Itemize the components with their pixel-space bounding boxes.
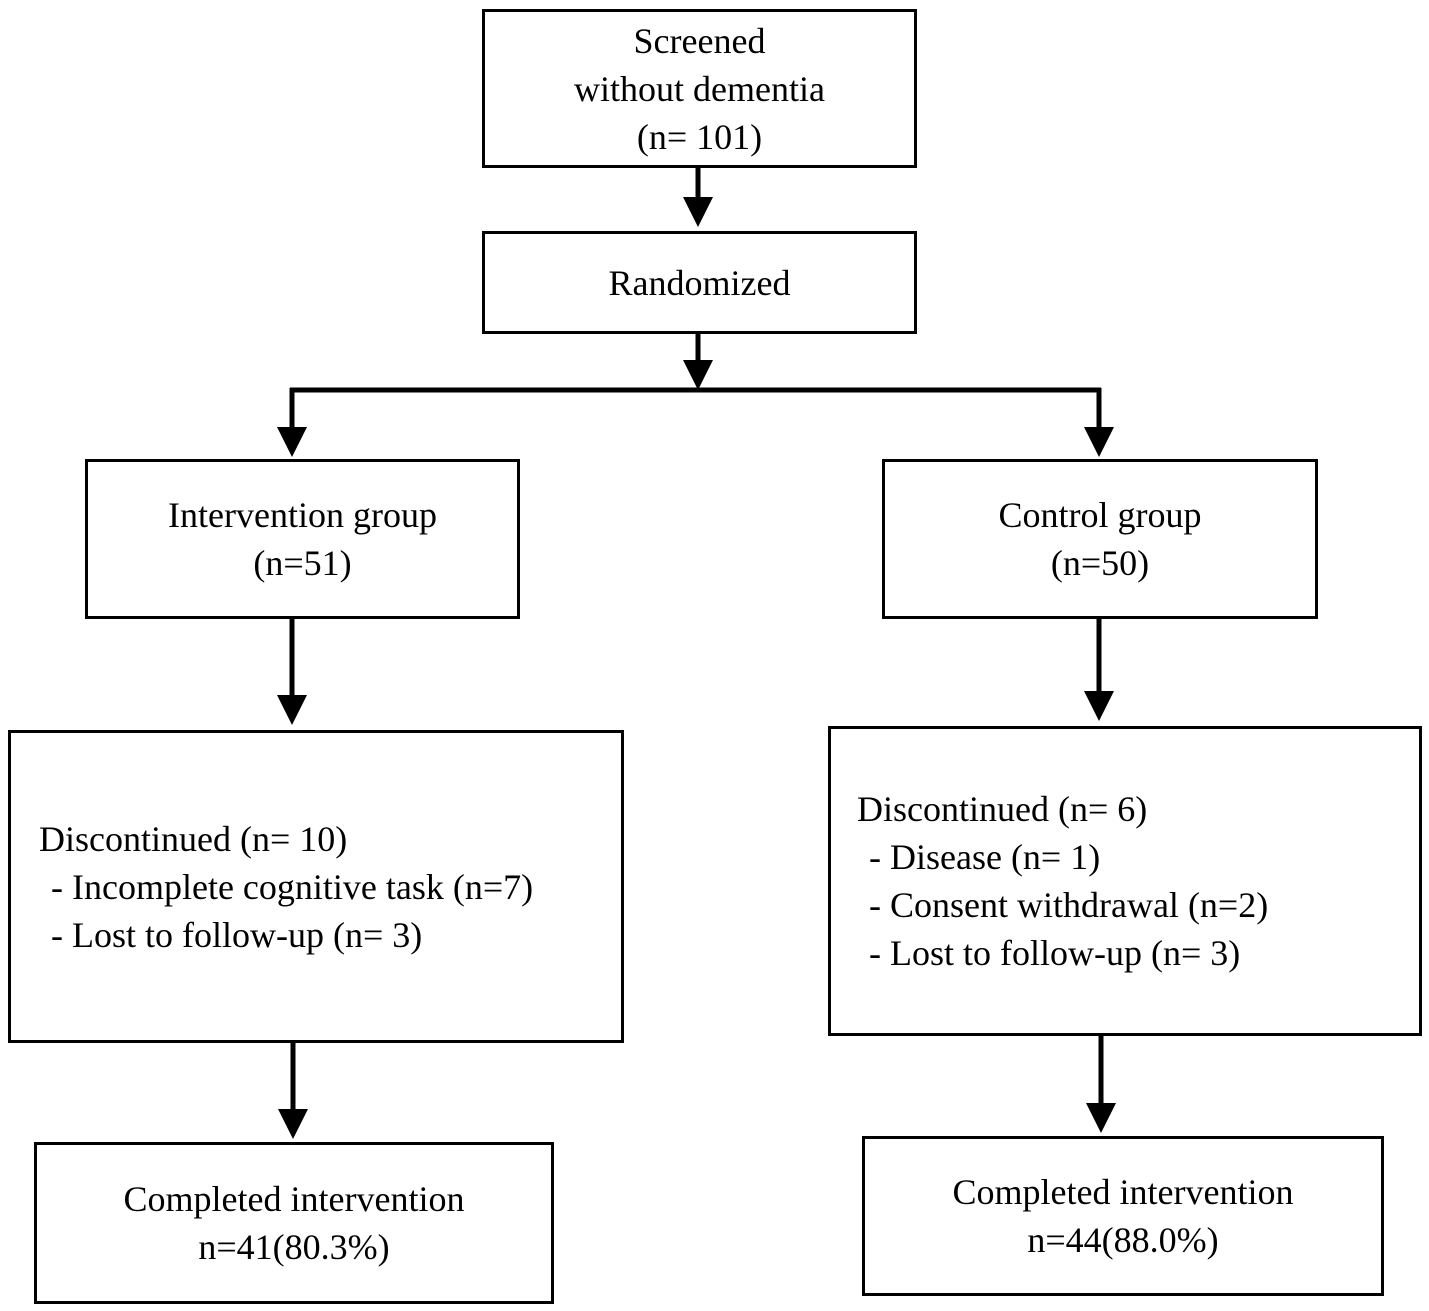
control-completed-count: n=44(88.0%) (1027, 1220, 1219, 1260)
screened-label: Screened (633, 20, 766, 61)
control-group-count: (n=50) (1050, 543, 1150, 583)
randomized-box: Randomized (482, 231, 917, 334)
intervention-discontinued-reason: - Incomplete cognitive task (n=7) (51, 866, 534, 907)
control-discontinued-reason: - Lost to follow-up (n= 3) (869, 933, 1241, 973)
intervention-discontinued-heading: Discontinued (n= 10) (39, 818, 348, 859)
randomized-label: Randomized (608, 262, 791, 303)
control-completed-box: Completed intervention n=44(88.0%) (862, 1136, 1384, 1296)
intervention-group-box: Intervention group (n=51) (85, 459, 520, 619)
intervention-group-title: Intervention group (168, 495, 437, 535)
screened-count: (n= 101) (636, 116, 763, 157)
control-group-box: Control group (n=50) (882, 459, 1318, 619)
screened-criteria: without dementia (574, 68, 825, 109)
intervention-completed-count: n=41(80.3%) (198, 1227, 390, 1267)
control-discontinued-reason: - Disease (n= 1) (869, 837, 1101, 877)
control-discontinued-box: Discontinued (n= 6) - Disease (n= 1) - C… (828, 726, 1422, 1036)
intervention-completed-box: Completed intervention n=41(80.3%) (34, 1142, 554, 1304)
screened-box: Screened without dementia (n= 101) (482, 9, 917, 168)
intervention-completed-label: Completed intervention (123, 1179, 465, 1219)
control-group-title: Control group (998, 495, 1202, 535)
control-discontinued-heading: Discontinued (n= 6) (857, 789, 1148, 829)
intervention-discontinued-box: Discontinued (n= 10) - Incomplete cognit… (8, 730, 624, 1043)
control-completed-label: Completed intervention (952, 1172, 1294, 1212)
control-discontinued-reason: - Consent withdrawal (n=2) (869, 885, 1269, 925)
intervention-group-count: (n=51) (253, 543, 352, 583)
intervention-discontinued-reason: - Lost to follow-up (n= 3) (51, 914, 423, 955)
